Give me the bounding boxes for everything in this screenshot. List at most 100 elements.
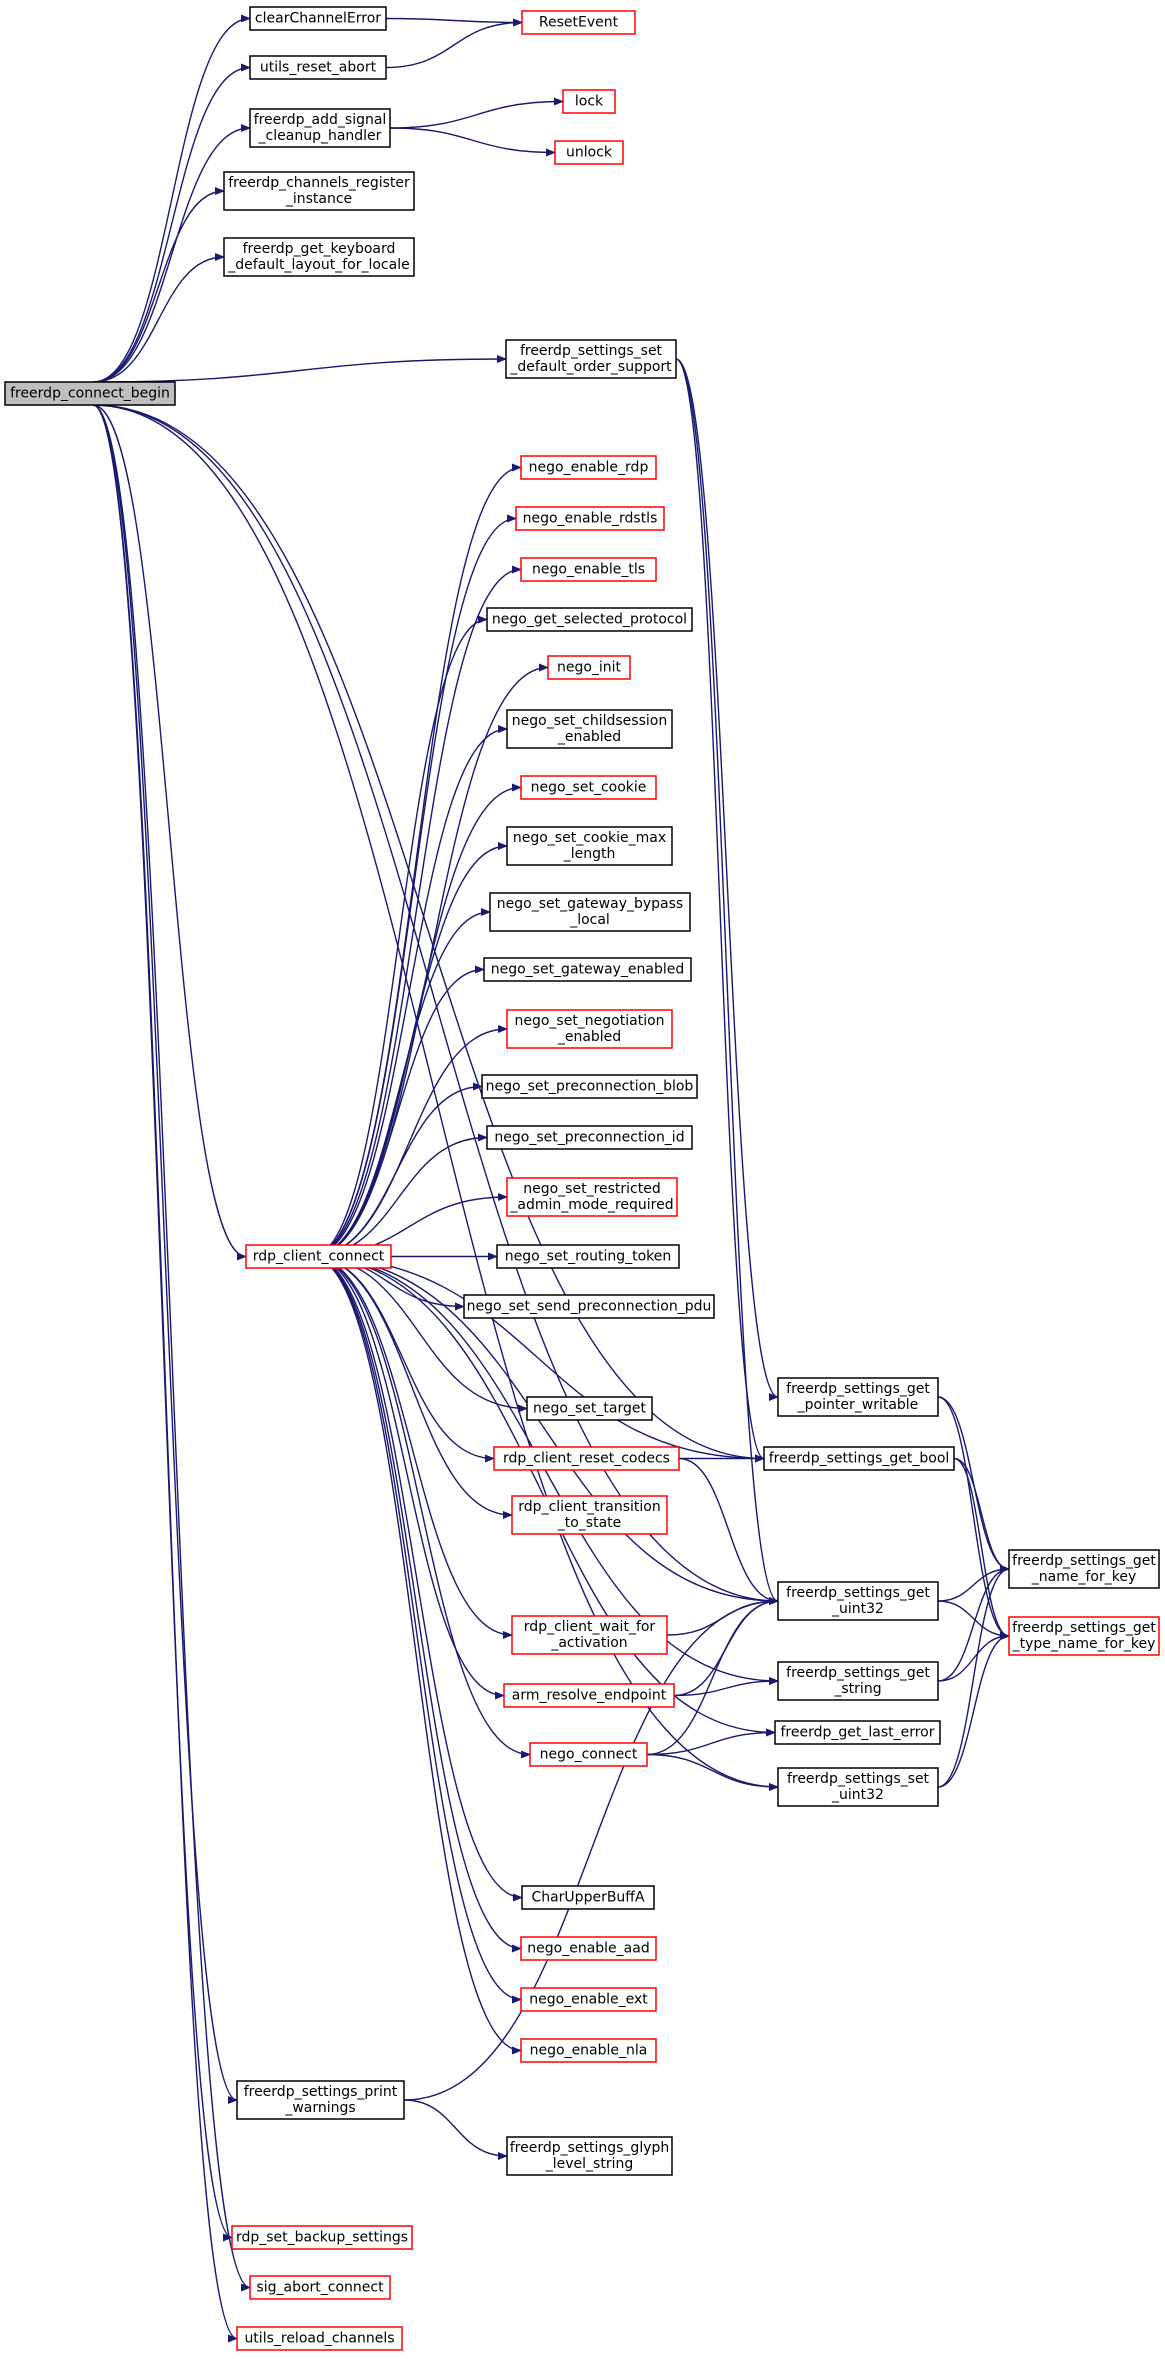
node-label: nego_enable_rdstls [523,511,658,527]
node-box [463,1294,715,1319]
node-label: freerdp_settings_glyph [510,2140,670,2156]
node-nego-set-target[interactable]: nego_set_target [526,1396,653,1421]
node-box [520,775,657,800]
node-nego-enable-rdp[interactable]: nego_enable_rdp [520,455,657,480]
edge-freerdp-settings-set-uint32-to-freerdp-settings-get-name-for-key [937,1565,1010,1788]
node-arm-resolve-endpoint[interactable]: arm_resolve_endpoint [503,1683,675,1708]
node-nego-enable-rdstls[interactable]: nego_enable_rdstls [515,506,665,531]
node-label: _pointer_writable [797,1397,919,1413]
node-rdp-client-reset-codecs[interactable]: rdp_client_reset_codecs [493,1446,680,1471]
node-nego-set-restricted-admin-mode-required[interactable]: nego_set_restricted_admin_mode_required [506,1177,678,1217]
node-nego-set-cookie-max-length[interactable]: nego_set_cookie_max_length [506,826,673,866]
node-freerdp-settings-glyph-level-string[interactable]: freerdp_settings_glyph_level_string [506,2136,673,2176]
edge-freerdp-settings-get-pointer-writable-to-freerdp-settings-get-type-name-for-key [937,1396,1010,1640]
node-box [236,2080,405,2120]
node-box [529,1742,648,1767]
edge-rdp-client-connect-to-nego-enable-rdstls [310,514,517,1258]
node-box [521,10,636,35]
node-label: freerdp_settings_get_bool [769,1451,950,1467]
node-label: freerdp_settings_get [1012,1553,1156,1569]
node-freerdp-settings-get-string[interactable]: freerdp_settings_get_string [777,1661,939,1701]
node-box [506,2136,673,2176]
edge-rdp-client-connect-to-nego-enable-tls [310,565,522,1258]
node-label: _enabled [557,729,621,745]
edge-freerdp-connect-begin-to-freerdp-settings-print-warnings [92,404,238,2104]
edge-freerdp-settings-get-uint32-to-freerdp-settings-get-type-name-for-key [937,1600,1010,1640]
node-charupperbuffa[interactable]: CharUpperBuffA [521,1885,655,1910]
node-label: _default_layout_for_locale [227,257,409,273]
node-rdp-client-wait-for-activation[interactable]: rdp_client_wait_for_activation [511,1615,668,1655]
node-nego-set-gateway-enabled[interactable]: nego_set_gateway_enabled [483,957,692,982]
node-box [245,1244,392,1269]
edge-freerdp-connect-begin-to-utils-reload-channels [92,404,238,2343]
node-box [515,506,665,531]
node-box [223,237,415,277]
node-label: freerdp_settings_set [520,343,663,359]
node-box [236,2326,403,2351]
node-unlock[interactable]: unlock [554,140,624,165]
node-nego-enable-tls[interactable]: nego_enable_tls [520,557,657,582]
edge-rdp-client-connect-to-nego-set-childsession-enabled [310,725,508,1258]
node-lock[interactable]: lock [562,89,616,114]
node-nego-enable-aad[interactable]: nego_enable_aad [520,1936,657,1961]
node-nego-enable-ext[interactable]: nego_enable_ext [520,1987,657,2012]
node-box [506,709,673,749]
node-nego-get-selected-protocol[interactable]: nego_get_selected_protocol [486,607,693,632]
node-label: _instance [285,191,352,207]
node-label: nego_set_childsession [512,713,667,729]
node-label: freerdp_settings_get [786,1585,930,1601]
node-nego-set-cookie[interactable]: nego_set_cookie [520,775,657,800]
node-box [520,1987,657,2012]
node-label: nego_set_negotiation [514,1013,664,1029]
node-freerdp-get-last-error[interactable]: freerdp_get_last_error [774,1720,941,1745]
node-nego-set-preconnection-blob[interactable]: nego_set_preconnection_blob [481,1074,698,1099]
node-label: _enabled [557,1029,621,1045]
node-freerdp-connect-begin[interactable]: freerdp_connect_begin [4,381,176,406]
node-freerdp-settings-get-bool[interactable]: freerdp_settings_get_bool [763,1446,955,1471]
edge-rdp-client-connect-to-arm-resolve-endpoint [310,1255,505,1700]
node-nego-set-negotiation-enabled[interactable]: nego_set_negotiation_enabled [506,1009,673,1049]
node-clearchannelerror[interactable]: clearChannelError [249,6,387,31]
node-label: _admin_mode_required [509,1197,673,1213]
node-nego-enable-nla[interactable]: nego_enable_nla [520,2038,657,2063]
node-label: _default_order_support [509,359,672,375]
node-freerdp-channels-register-instance[interactable]: freerdp_channels_register_instance [223,171,415,211]
edge-rdp-client-connect-to-freerdp-get-last-error [310,1255,776,1737]
node-utils-reset-abort[interactable]: utils_reset_abort [249,55,387,80]
node-nego-init[interactable]: nego_init [547,655,631,680]
node-freerdp-settings-set-uint32[interactable]: freerdp_settings_set_uint32 [777,1767,939,1807]
node-resetevent[interactable]: ResetEvent [521,10,636,35]
node-box [526,1396,653,1421]
node-label: rdp_set_backup_settings [236,2230,408,2246]
node-nego-set-send-preconnection-pdu[interactable]: nego_set_send_preconnection_pdu [463,1294,715,1319]
node-nego-connect[interactable]: nego_connect [529,1742,648,1767]
node-freerdp-settings-get-name-for-key[interactable]: freerdp_settings_get_name_for_key [1008,1549,1160,1589]
node-label: nego_connect [540,1747,638,1763]
node-freerdp-add-signal-cleanup-handler[interactable]: freerdp_add_signal_cleanup_handler [249,108,391,148]
node-nego-set-childsession-enabled[interactable]: nego_set_childsession_enabled [506,709,673,749]
node-freerdp-settings-get-type-name-for-key[interactable]: freerdp_settings_get_type_name_for_key [1008,1616,1160,1656]
node-rdp-set-backup-settings[interactable]: rdp_set_backup_settings [231,2225,413,2250]
node-rdp-client-transition-to-state[interactable]: rdp_client_transition_to_state [511,1495,668,1535]
node-freerdp-settings-set-default-order-support[interactable]: freerdp_settings_set_default_order_suppo… [505,339,677,379]
node-freerdp-settings-get-pointer-writable[interactable]: freerdp_settings_get_pointer_writable [777,1377,939,1417]
edges-layer [92,14,1010,2343]
node-freerdp-settings-get-uint32[interactable]: freerdp_settings_get_uint32 [777,1581,939,1621]
node-freerdp-settings-print-warnings[interactable]: freerdp_settings_print_warnings [236,2080,405,2120]
edge-freerdp-connect-begin-to-freerdp-settings-get-bool [92,404,765,1463]
node-label: nego_set_gateway_enabled [491,962,685,978]
node-nego-set-preconnection-id[interactable]: nego_set_preconnection_id [486,1125,693,1150]
edge-freerdp-settings-get-string-to-freerdp-settings-get-type-name-for-key [937,1632,1010,1682]
node-nego-set-routing-token[interactable]: nego_set_routing_token [496,1244,680,1269]
node-sig-abort-connect[interactable]: sig_abort_connect [249,2275,391,2300]
node-box [481,1074,698,1099]
node-utils-reload-channels[interactable]: utils_reload_channels [236,2326,403,2351]
node-freerdp-get-keyboard-default-layout-for-locale[interactable]: freerdp_get_keyboard_default_layout_for_… [223,237,415,277]
node-label: utils_reload_channels [244,2331,394,2347]
node-box [483,957,692,982]
node-label: nego_set_cookie_max [513,830,666,846]
node-nego-set-gateway-bypass-local[interactable]: nego_set_gateway_bypass_local [489,892,691,932]
node-box [506,1177,678,1217]
node-box [1008,1549,1160,1589]
node-rdp-client-connect[interactable]: rdp_client_connect [245,1244,392,1269]
